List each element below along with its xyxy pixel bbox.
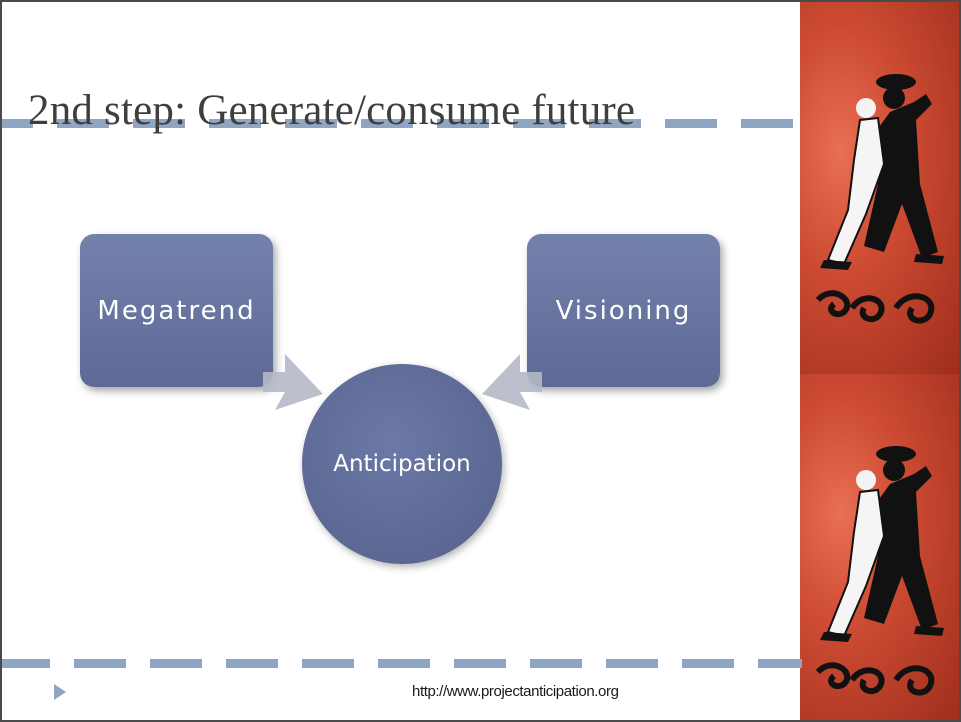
side-art-tile: [800, 374, 959, 720]
side-art-tile: [800, 2, 959, 374]
slide-title: 2nd step: Generate/consume future: [28, 87, 636, 134]
side-art-panel: [800, 2, 959, 720]
footer-dash-divider: [2, 659, 802, 668]
visioning-label: Visioning: [555, 295, 692, 326]
anticipation-label: Anticipation: [333, 451, 471, 477]
anticipation-circle: Anticipation: [302, 364, 502, 564]
visioning-box: Visioning: [527, 234, 720, 387]
play-icon[interactable]: [54, 684, 66, 700]
megatrend-box: Megatrend: [80, 234, 273, 387]
megatrend-label: Megatrend: [97, 295, 256, 326]
arrow-right-icon: [482, 354, 542, 410]
tango-dancers-icon: [815, 446, 944, 696]
title-dash-divider: [2, 119, 802, 128]
arrow-left-icon: [263, 354, 323, 410]
footer-url-link[interactable]: http://www.projectanticipation.org: [412, 683, 619, 700]
tango-dancers-icon: [815, 74, 944, 324]
